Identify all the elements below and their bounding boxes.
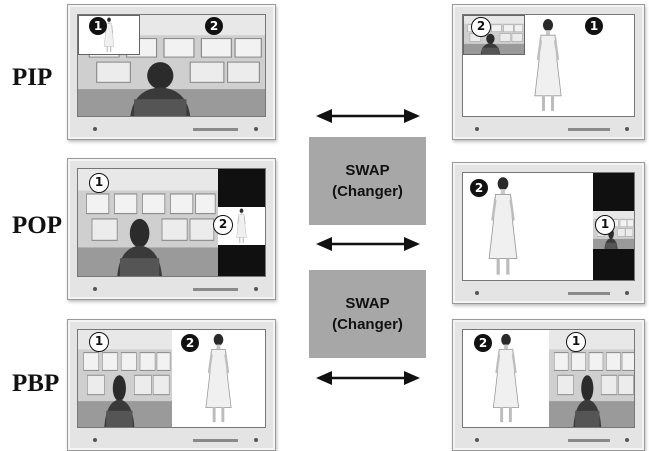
bezel-led: [93, 438, 97, 442]
woman-scene: [79, 16, 139, 54]
bezel-led: [475, 291, 479, 295]
bezel-buttons: [568, 128, 610, 131]
double-arrow-icon: [316, 237, 420, 251]
power-led: [254, 127, 258, 131]
badge-1: 1: [89, 332, 109, 352]
badge-1: 1: [89, 173, 109, 193]
badge-2: 2: [474, 334, 492, 352]
pop-before-screen: [77, 168, 266, 277]
bezel-led: [93, 287, 97, 291]
power-led: [625, 438, 629, 442]
badge-1: 1: [595, 215, 615, 235]
mode-label-pop: POP: [12, 212, 62, 239]
pbp-after-monitor: 2 1: [452, 319, 645, 451]
pbp-before-monitor: 1 2: [67, 319, 276, 451]
office-scene: [549, 330, 635, 427]
swap-changer-box: SWAP (Changer): [309, 270, 426, 358]
badge-1: 1: [585, 17, 603, 35]
double-arrow-icon: [316, 371, 420, 385]
pip-after-monitor: 2 1: [452, 4, 645, 140]
bezel-buttons: [568, 292, 610, 295]
power-led: [254, 438, 258, 442]
badge-2: 2: [213, 215, 233, 235]
bezel-buttons: [193, 128, 238, 131]
badge-2: 2: [205, 17, 223, 35]
swap-subtitle: (Changer): [332, 183, 403, 200]
power-led: [254, 287, 258, 291]
double-arrow-icon: [316, 109, 420, 123]
pip-inset: [78, 15, 140, 55]
bezel-buttons: [193, 288, 238, 291]
mode-label-pip: PIP: [12, 64, 53, 91]
bezel-buttons: [193, 439, 238, 442]
woman-scene: [518, 15, 578, 116]
power-led: [625, 127, 629, 131]
badge-2: 2: [470, 179, 488, 197]
pop-after-monitor: 2 1: [452, 162, 645, 304]
pip-before-monitor: 1 2: [67, 4, 276, 140]
pop-before-monitor: 1 2: [67, 158, 276, 300]
bezel-led: [475, 127, 479, 131]
badge-2: 2: [471, 17, 491, 37]
badge-1: 1: [566, 332, 586, 352]
bezel-led: [475, 438, 479, 442]
mode-label-pbp: PBP: [12, 370, 60, 397]
pip-inset: [463, 15, 525, 55]
swap-title: SWAP: [345, 162, 390, 179]
pip-after-screen: [462, 14, 635, 117]
pip-before-screen: [77, 14, 266, 117]
swap-title: SWAP: [345, 295, 390, 312]
pop-panel: [218, 169, 265, 276]
badge-2: 2: [181, 334, 199, 352]
swap-subtitle: (Changer): [332, 316, 403, 333]
swap-changer-box: SWAP (Changer): [309, 137, 426, 225]
power-led: [625, 291, 629, 295]
bezel-buttons: [568, 439, 610, 442]
bezel-led: [93, 127, 97, 131]
badge-1: 1: [89, 17, 107, 35]
